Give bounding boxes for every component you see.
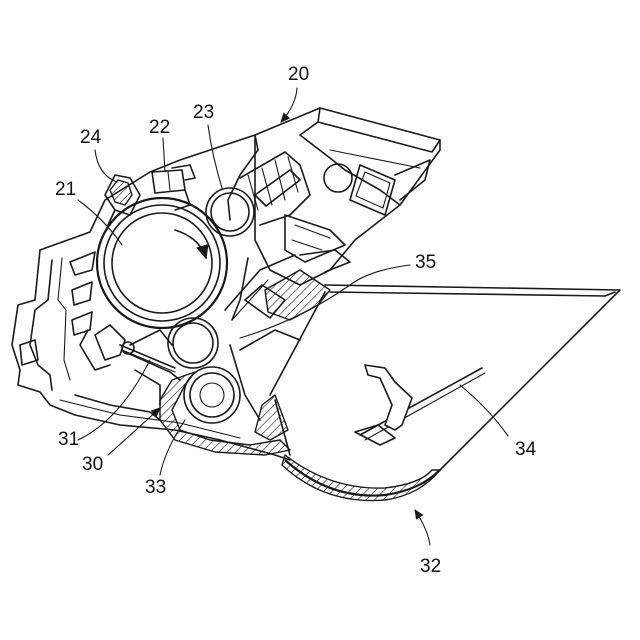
charging-roller bbox=[206, 152, 310, 236]
label-34: 34 bbox=[515, 439, 537, 460]
blade-31 bbox=[120, 345, 175, 372]
label-31: 31 bbox=[58, 429, 79, 450]
label-20: 20 bbox=[288, 64, 309, 85]
agitator-34 bbox=[355, 365, 485, 445]
label-21: 21 bbox=[55, 179, 76, 200]
photosensitive-drum bbox=[97, 198, 227, 328]
supply-roller-35 bbox=[168, 318, 218, 368]
label-32: 32 bbox=[420, 556, 441, 577]
upper-housing bbox=[255, 108, 440, 285]
label-35: 35 bbox=[415, 252, 436, 273]
label-33: 33 bbox=[145, 477, 166, 498]
toner-container bbox=[270, 285, 620, 501]
label-24: 24 bbox=[80, 127, 102, 148]
label-30: 30 bbox=[82, 454, 103, 475]
label-22: 22 bbox=[149, 117, 170, 138]
label-23: 23 bbox=[193, 102, 214, 123]
component-24-clip bbox=[105, 175, 140, 225]
